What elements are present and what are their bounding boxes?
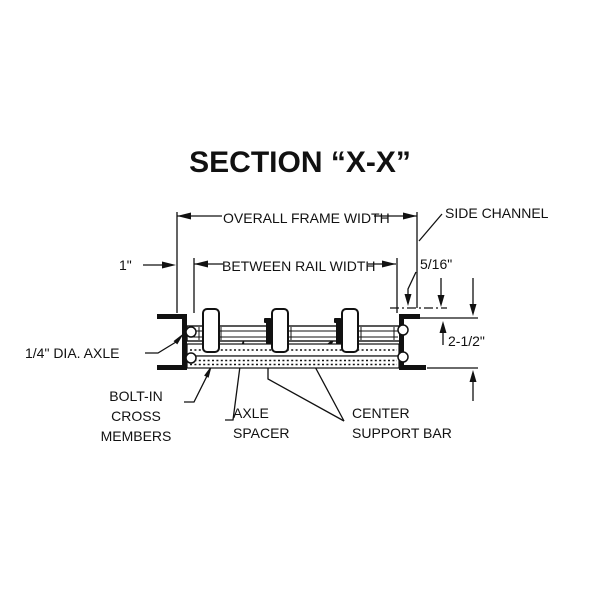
right-web xyxy=(399,314,404,370)
roller-3 xyxy=(341,308,359,353)
rollers xyxy=(202,308,359,353)
cross-members-leader xyxy=(184,375,208,403)
support-bar-tabs xyxy=(264,318,341,344)
axle-spacer-line-1: AXLE xyxy=(233,405,269,421)
roller-1 xyxy=(202,308,220,353)
between-rail-width-label: BETWEEN RAIL WIDTH xyxy=(222,258,376,274)
right-side-channel xyxy=(399,314,426,370)
support-bar-line-1: CENTER xyxy=(352,405,410,421)
left-axle-end-bolt xyxy=(185,326,197,338)
right-axle-end-bolt xyxy=(397,324,409,336)
cross-members-label: BOLT-IN CROSS MEMBERS xyxy=(88,386,184,446)
axle-leader xyxy=(145,341,177,354)
axle-spacer-line-2: SPACER xyxy=(233,425,290,441)
axle-spacer-leader xyxy=(225,350,243,421)
left-cross-member-bolt xyxy=(185,352,197,364)
left-top-flange xyxy=(157,314,187,319)
two-and-half-dimension: 2-1/2" xyxy=(448,333,485,349)
support-tab-1 xyxy=(266,318,271,344)
cross-members-line-3: MEMBERS xyxy=(100,428,172,444)
right-top-flange xyxy=(399,314,420,319)
side-channel-leader xyxy=(418,213,443,242)
left-bottom-flange xyxy=(157,365,187,370)
support-bar-line-2: SUPPORT BAR xyxy=(352,425,452,441)
drawing-title: SECTION “X-X” xyxy=(189,146,411,179)
left-web xyxy=(182,314,187,370)
one-inch-dimension: 1" xyxy=(119,257,132,273)
bolt-heads xyxy=(185,324,409,364)
right-cross-member-bolt xyxy=(397,351,409,363)
leader-lines xyxy=(145,213,443,422)
spacer-end-ticks xyxy=(198,327,395,340)
side-channel-label: SIDE CHANNEL xyxy=(445,205,549,221)
lower-cross-bar xyxy=(186,355,400,369)
right-bottom-flange xyxy=(399,365,426,370)
center-support-bar-label: CENTER SUPPORT BAR xyxy=(352,403,452,443)
dimension-lines xyxy=(143,212,478,401)
overall-frame-width-label: OVERALL FRAME WIDTH xyxy=(223,210,390,226)
cross-members-line-2: CROSS xyxy=(111,408,161,424)
support-tab-2 xyxy=(336,318,341,344)
cross-members-line-1: BOLT-IN xyxy=(109,388,163,404)
axle-label: 1/4" DIA. AXLE xyxy=(25,345,120,361)
five-sixteenths-dimension: 5/16" xyxy=(420,256,453,272)
left-side-channel xyxy=(157,314,187,370)
roller-2 xyxy=(271,308,289,353)
axle-spacer-label: AXLE SPACER xyxy=(233,403,290,443)
